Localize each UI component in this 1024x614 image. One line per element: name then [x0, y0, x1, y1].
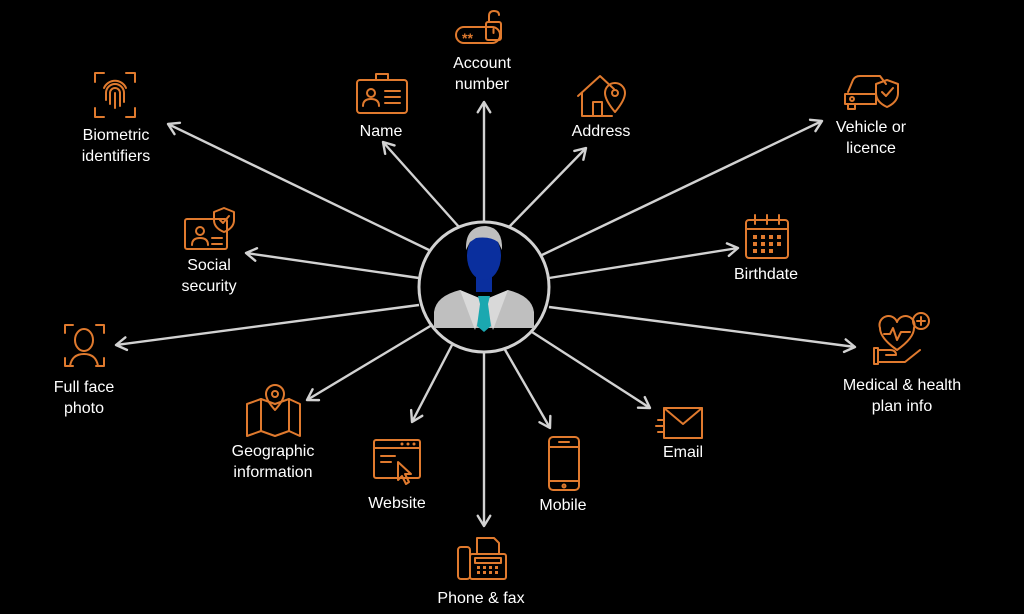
calendar-icon [745, 214, 789, 259]
mobile-label: Mobile [539, 497, 586, 514]
node-geographic: Geographic information [232, 384, 315, 481]
arrow-phone-fax [476, 352, 492, 528]
email-label: Email [663, 444, 703, 461]
arrow-account-number [476, 100, 492, 222]
arrow-line-biometric [167, 122, 430, 252]
face-scan-icon [64, 324, 105, 367]
id-card-icon [356, 73, 408, 114]
business-person-icon [434, 226, 534, 332]
arrow-line-full-face [115, 303, 420, 347]
arrow-head-website [409, 408, 424, 424]
heart-hand-icon [873, 312, 930, 365]
node-phone-fax: Phone & fax [437, 537, 525, 607]
arrow-head-full-face [114, 336, 129, 352]
arrow-head-phone-fax [476, 514, 492, 528]
password-lock-icon: ** [455, 10, 502, 46]
arrow-social-security [244, 247, 420, 280]
website-label: Website [368, 495, 426, 512]
node-mobile: Mobile [539, 436, 587, 514]
arrow-mobile [502, 347, 552, 430]
arrow-head-vehicle [808, 118, 824, 133]
account-number-label-1: Account [453, 55, 511, 72]
arrow-medical [548, 305, 857, 354]
arrow-head-birthdate [725, 242, 740, 257]
geographic-label-1: Geographic [232, 443, 315, 460]
arrow-head-medical [842, 338, 857, 354]
arrow-email [531, 330, 652, 410]
node-name: Name [356, 73, 408, 140]
node-birthdate: Birthdate [734, 214, 798, 283]
svg-text:**: ** [462, 30, 473, 46]
arrow-head-email [636, 395, 652, 410]
node-account-number: ** Account number [453, 10, 511, 93]
birthdate-label: Birthdate [734, 266, 798, 283]
arrow-head-biometric [166, 121, 182, 136]
arrow-line-birthdate [548, 246, 739, 280]
social-security-label-2: security [181, 278, 236, 295]
arrow-line-email [531, 330, 651, 410]
address-label: Address [572, 123, 631, 140]
node-vehicle: Vehicle or licence [836, 75, 907, 157]
arrow-head-account-number [476, 100, 492, 114]
arrow-line-vehicle [541, 119, 823, 257]
medical-label-1: Medical & health [843, 377, 961, 394]
node-address: Address [572, 75, 631, 140]
account-number-label-2: number [455, 76, 510, 93]
phone-fax-label: Phone & fax [437, 590, 524, 607]
arrow-line-address [508, 147, 587, 228]
browser-click-icon [373, 439, 421, 485]
arrow-biometric [166, 121, 430, 252]
arrows [114, 100, 857, 528]
node-social-security: Social security [181, 207, 237, 295]
node-website: Website [368, 439, 426, 512]
map-pin-icon [246, 384, 301, 437]
arrow-website [409, 344, 454, 424]
arrow-line-website [410, 344, 454, 423]
medical-label-2: plan info [872, 398, 933, 415]
envelope-icon [655, 407, 703, 439]
vehicle-label-2: licence [846, 140, 896, 157]
full-face-label-2: photo [64, 400, 104, 417]
arrow-birthdate [548, 242, 740, 280]
arrow-head-geographic [305, 388, 321, 402]
arrow-line-geographic [306, 323, 433, 402]
node-biometric: Biometric identifiers [82, 72, 150, 165]
home-location-icon [577, 75, 626, 117]
arrow-head-mobile [538, 414, 552, 430]
arrow-head-address [573, 146, 588, 161]
arrow-vehicle [541, 118, 824, 257]
arrow-address [508, 146, 588, 228]
arrow-line-mobile [502, 347, 552, 429]
id-shield-icon [184, 207, 235, 250]
center-person [417, 220, 551, 354]
geographic-label-2: information [233, 464, 312, 481]
node-medical: Medical & health plan info [843, 312, 961, 415]
social-security-label-1: Social [187, 257, 231, 274]
name-label: Name [360, 123, 403, 140]
fax-machine-icon [457, 537, 507, 580]
arrow-line-social-security [245, 251, 420, 280]
biometric-label-2: identifiers [82, 148, 150, 165]
fingerprint-scan-icon [94, 72, 136, 118]
arrow-full-face [114, 303, 420, 352]
full-face-label-1: Full face [54, 379, 115, 396]
vehicle-label-1: Vehicle or [836, 119, 907, 136]
node-email: Email [655, 407, 703, 461]
car-shield-icon [844, 75, 899, 110]
arrow-head-social-security [244, 247, 259, 262]
arrow-head-name [381, 140, 396, 156]
arrow-name [381, 140, 460, 228]
smartphone-icon [548, 436, 580, 491]
biometric-label-1: Biometric [83, 127, 150, 144]
node-full-face: Full face photo [54, 324, 115, 417]
arrow-line-name [382, 141, 460, 228]
arrow-geographic [305, 323, 433, 402]
arrow-line-medical [548, 305, 856, 349]
